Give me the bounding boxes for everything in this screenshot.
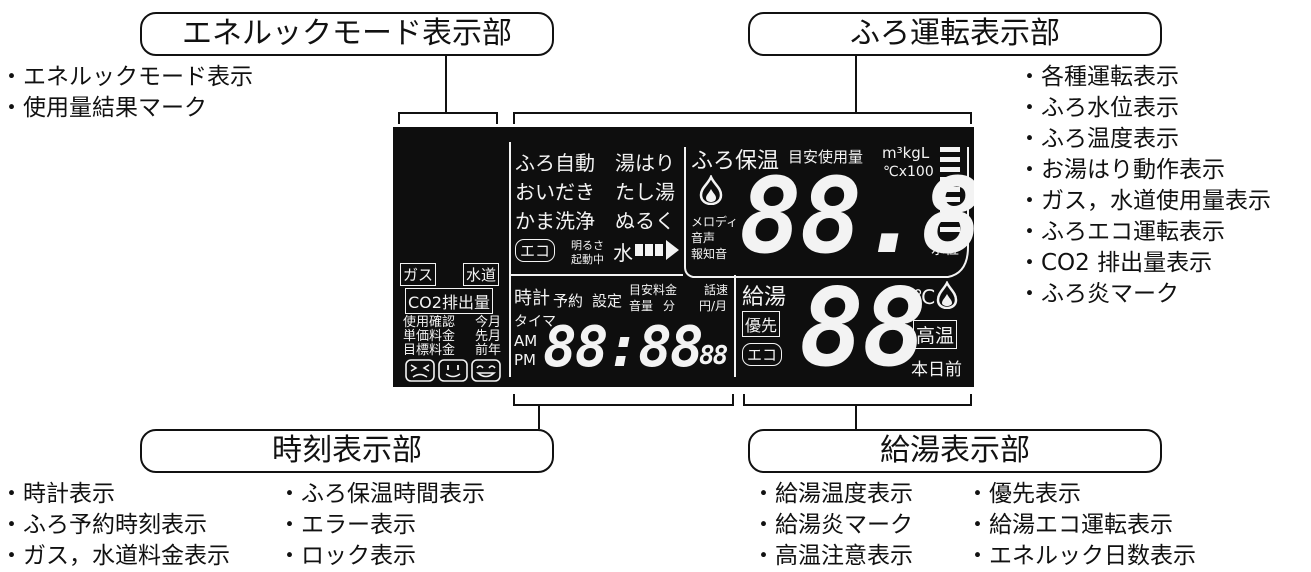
kyuto-title-text: 給湯表示部	[880, 433, 1030, 468]
enerluck-item: 使用量結果マーク	[0, 93, 253, 124]
lcd-kouon: 高温	[913, 320, 958, 349]
lcd-use-label: 単価料金	[403, 329, 456, 344]
clock-item: ふろ予約時刻表示	[0, 510, 230, 541]
lcd-wasoku: 話速	[704, 283, 729, 297]
furo-item: CO2 排出量表示	[1018, 248, 1271, 279]
lcd-op-yuhari: 湯はり	[615, 151, 675, 175]
lcd-clock-small-digits: 88	[699, 341, 728, 371]
lcd-am: AM	[514, 332, 538, 350]
furo-connector	[855, 56, 857, 112]
lcd-akarusa: 明るさ	[571, 239, 604, 252]
kyuto-section-title: 給湯表示部	[748, 429, 1162, 473]
lcd-gas: ガス	[400, 263, 437, 286]
lcd-settei: 設定	[592, 292, 623, 310]
lcd-tokei: 時計	[514, 288, 550, 309]
lcd-clock-digits: 88:88	[543, 315, 704, 380]
kyuto-item: 給湯温度表示	[752, 479, 913, 510]
lcd-onsei: 音声	[691, 231, 716, 245]
kyuto-bracket	[743, 394, 972, 406]
lcd-celsius: ℃	[913, 285, 936, 309]
furo-item: ガス，水道使用量表示	[1018, 186, 1271, 217]
lcd-suido: 水道	[463, 263, 500, 286]
lcd-kyuto-digits: 88	[799, 266, 927, 387]
kyuto-items-col1: 給湯温度表示 給湯炎マーク 高温注意表示	[752, 479, 913, 572]
enerluck-item: エネルックモード表示	[0, 62, 253, 93]
lcd-suii: 水位	[931, 242, 959, 258]
clock-items-col2: ふろ保温時間表示 エラー表示 ロック表示	[278, 479, 485, 572]
lcd-furo-digits: 88.8	[739, 155, 974, 277]
lcd-melody: メロディ	[691, 215, 739, 229]
enerluck-section-title: エネルックモード表示部	[140, 12, 554, 56]
furo-item: ふろ温度表示	[1018, 124, 1271, 155]
clock-bracket	[513, 394, 734, 406]
clock-item: ガス，水道料金表示	[0, 541, 230, 572]
lcd-eco-furo: エコ	[515, 239, 556, 262]
lcd-yen-month: 円/月	[699, 299, 728, 313]
kyuto-flame-icon	[936, 281, 958, 309]
clock-title-text: 時刻表示部	[272, 433, 422, 468]
furo-item: ふろエコ運転表示	[1018, 217, 1271, 248]
furo-bracket	[513, 112, 972, 124]
enerluck-title-text: エネルックモード表示部	[182, 16, 512, 51]
kyuto-items-col2: 優先表示 給湯エコ運転表示 エネルック日数表示	[966, 479, 1196, 572]
furo-item: ふろ水位表示	[1018, 93, 1271, 124]
kyuto-item: 優先表示	[966, 479, 1196, 510]
furo-flame-icon	[699, 175, 723, 205]
furo-title-text: ふろ運転表示部	[850, 16, 1060, 51]
lcd-unit-m3kgL: m³kgL	[882, 144, 930, 162]
clock-item: ふろ保温時間表示	[278, 479, 485, 510]
clock-item: エラー表示	[278, 510, 485, 541]
clock-section-title: 時刻表示部	[140, 429, 554, 473]
enerluck-connector	[445, 56, 447, 112]
furo-items: 各種運転表示 ふろ水位表示 ふろ温度表示 お湯はり動作表示 ガス，水道使用量表示…	[1018, 62, 1271, 310]
lcd-fun: 分	[663, 299, 676, 313]
clock-items-col1: 時計表示 ふろ予約時刻表示 ガス，水道料金表示	[0, 479, 230, 572]
lcd-dividers	[509, 142, 969, 377]
lcd-pm: PM	[514, 351, 536, 369]
lcd-op-kamasenjo: かま洗浄	[515, 209, 595, 233]
lcd-meyasu-shiyouryou: 目安使用量	[788, 148, 864, 166]
kyuto-item: 高温注意表示	[752, 541, 913, 572]
lcd-taima: タイマ	[514, 314, 556, 330]
lcd-co2: CO2排出量	[405, 288, 493, 314]
lcd-panel: ふろ自動 湯はり おいだき たし湯 かま洗浄 ぬるく エコ 明るさ 起動中 水 …	[393, 127, 974, 387]
kyuto-connector	[855, 406, 857, 429]
clock-item: ロック表示	[278, 541, 485, 572]
clock-item: 時計表示	[0, 479, 230, 510]
lcd-kyuto-label: 給湯	[742, 285, 787, 310]
furo-item: ふろ炎マーク	[1018, 279, 1271, 310]
usage-result-faces-icon	[405, 359, 501, 382]
lcd-op-nuruku: ぬるく	[615, 209, 675, 233]
water-flow-arrow-icon	[635, 240, 679, 260]
lcd-unit-c-x100: ℃x100	[883, 164, 934, 180]
enerluck-items: エネルックモード表示 使用量結果マーク	[0, 62, 253, 124]
furo-section-title: ふろ運転表示部	[748, 12, 1162, 56]
enerluck-bracket	[398, 112, 498, 124]
lcd-kidouchu: 起動中	[571, 253, 604, 266]
lcd-yusen: 優先	[742, 311, 781, 337]
kyuto-item: エネルック日数表示	[966, 541, 1196, 572]
lcd-op-furo-jidou: ふろ自動	[515, 151, 595, 175]
lcd-honjitsu-mae: 本日前	[911, 360, 962, 380]
lcd-period-label: 今月	[475, 315, 502, 330]
kyuto-item: 給湯炎マーク	[752, 510, 913, 541]
lcd-op-oidaki: おいだき	[515, 180, 595, 204]
water-level-bars-icon	[940, 147, 960, 232]
lcd-period-label: 先月	[475, 329, 502, 344]
lcd-eco-kyuto: エコ	[742, 343, 783, 366]
furo-item: お湯はり動作表示	[1018, 155, 1271, 186]
lcd-furo-hoon: ふろ保温	[691, 149, 780, 174]
lcd-period-label: 前年	[475, 343, 502, 358]
lcd-mizu: 水	[613, 241, 633, 265]
lcd-use-label: 目標料金	[403, 343, 456, 358]
lcd-onryou: 音量	[629, 299, 654, 313]
kyuto-item: 給湯エコ運転表示	[966, 510, 1196, 541]
lcd-meyasu-ryoukin: 目安料金	[629, 283, 678, 297]
furo-item: 各種運転表示	[1018, 62, 1271, 93]
lcd-hochion: 報知音	[691, 247, 728, 261]
lcd-yoyaku: 予約	[553, 292, 584, 310]
lcd-use-label: 使用確認	[403, 315, 456, 330]
clock-connector	[538, 406, 540, 429]
lcd-op-tashiyu: たし湯	[615, 180, 675, 204]
